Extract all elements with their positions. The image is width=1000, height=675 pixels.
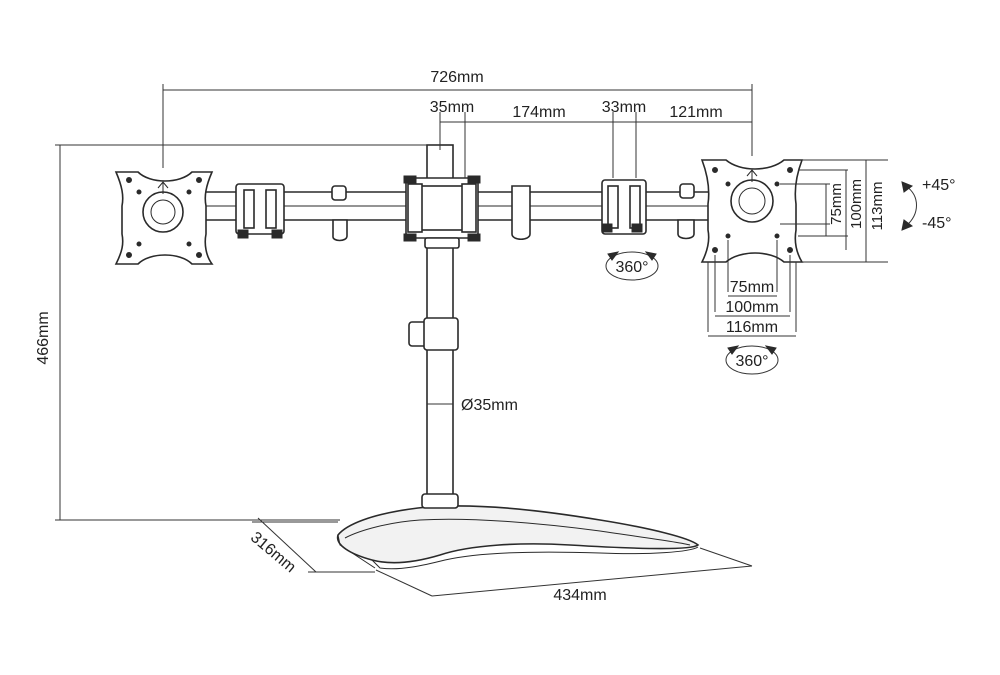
dim-base-width: 434mm bbox=[375, 547, 753, 604]
dim-top-segments: 35mm 174mm 33mm 121mm bbox=[430, 99, 752, 178]
label-clamp-width: 33mm bbox=[602, 99, 646, 116]
label-swivel-plate: 360° bbox=[735, 353, 768, 370]
cable-clip-1 bbox=[331, 185, 348, 242]
arm-clamp-right bbox=[601, 179, 647, 235]
label-plate-width: 116mm bbox=[726, 319, 778, 336]
label-arm-segment: 174mm bbox=[512, 104, 565, 121]
dim-vesa-heights: 75mm 100mm 113mm bbox=[780, 159, 888, 263]
pole-clamp-center bbox=[403, 175, 481, 249]
cable-clip-2 bbox=[511, 185, 531, 241]
label-overall-height: 466mm bbox=[35, 311, 52, 364]
label-tilt-down: -45° bbox=[922, 215, 952, 232]
cable-clip-3 bbox=[677, 183, 695, 240]
label-tilt-up: +45° bbox=[922, 177, 956, 194]
label-vesa-100-width: 100mm bbox=[725, 299, 778, 316]
label-pole-diameter: Ø35mm bbox=[461, 397, 518, 414]
label-overall-width: 726mm bbox=[430, 69, 483, 86]
label-swivel-arm: 360° bbox=[615, 259, 648, 276]
stand-base bbox=[336, 505, 700, 570]
dim-vesa-widths: 75mm 100mm 116mm bbox=[707, 240, 797, 337]
label-base-depth: 316mm bbox=[247, 529, 299, 576]
label-pole-to-clamp: 35mm bbox=[430, 99, 474, 116]
vesa-plate-right bbox=[700, 159, 804, 263]
swivel-plate-indicator: 360° bbox=[725, 345, 779, 375]
label-base-width: 434mm bbox=[553, 587, 606, 604]
label-plate-height: 113mm bbox=[869, 182, 886, 231]
dim-pole-diameter: Ø35mm bbox=[427, 397, 518, 414]
dim-overall-height: 466mm bbox=[35, 144, 440, 521]
tilt-indicator: +45° -45° bbox=[901, 177, 956, 232]
swivel-arm-indicator: 360° bbox=[605, 251, 659, 281]
dim-overall-width: 726mm bbox=[162, 69, 753, 168]
arm-clamp-left bbox=[235, 183, 285, 239]
label-vesa-75-height: 75mm bbox=[828, 183, 845, 225]
vesa-plate-left bbox=[114, 171, 214, 265]
label-vesa-75-width: 75mm bbox=[730, 279, 774, 296]
label-vesa-100-height: 100mm bbox=[848, 179, 865, 229]
label-clamp-to-plate: 121mm bbox=[669, 104, 722, 121]
